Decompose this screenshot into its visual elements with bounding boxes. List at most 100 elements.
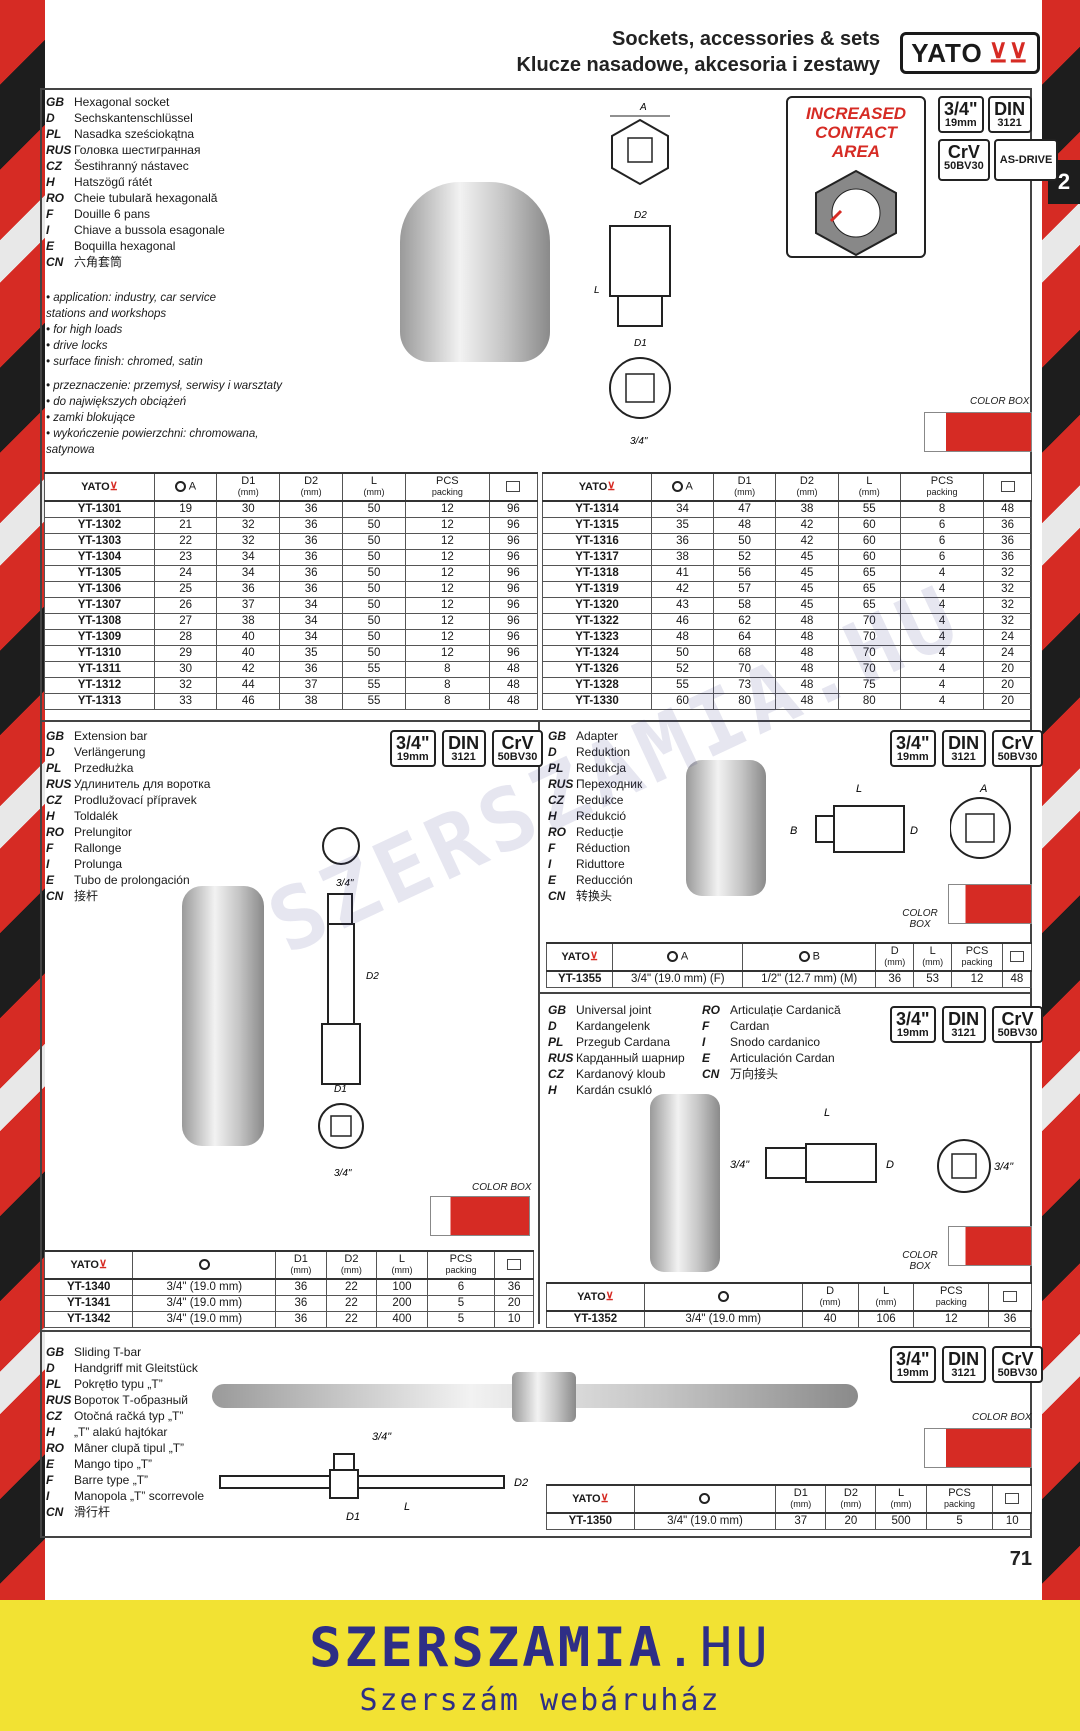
- table-cell: YT-1324: [541, 644, 653, 662]
- header-unit: packing: [961, 957, 993, 967]
- table-cell: 96: [488, 596, 539, 614]
- table-cell: YT-1340: [43, 1278, 134, 1296]
- site-footer: SZERSZAMIA.HU Szerszám webáruház: [0, 1600, 1080, 1731]
- table-cell: 50: [342, 580, 406, 598]
- drive-circle-icon: [699, 1493, 711, 1505]
- table-cell: 38: [279, 692, 344, 710]
- adapter-photo: [686, 760, 766, 896]
- language-code: E: [46, 1457, 55, 1471]
- table-cell: 65: [837, 580, 901, 598]
- table-cell: 33: [153, 692, 218, 710]
- table-header-cell: [488, 472, 539, 502]
- table-cell: 19: [153, 500, 218, 518]
- table-cell: 43: [651, 596, 714, 614]
- table-cell: 3/4" (19.0 mm): [633, 1512, 777, 1530]
- language-code: H: [548, 1083, 557, 1097]
- language-text: Kardanový kloub: [576, 1067, 666, 1081]
- yato-logo: YATO⊻⊻: [900, 32, 1040, 74]
- table-cell: 200: [376, 1294, 428, 1312]
- bullet-item: application: industry, car service stati…: [46, 290, 246, 322]
- table-cell: 96: [488, 516, 539, 534]
- table-cell: 40: [801, 1310, 859, 1328]
- yato-mark-icon: ⊻: [605, 1290, 614, 1303]
- table-cell: 32: [983, 580, 1032, 598]
- language-code: RO: [46, 1441, 64, 1455]
- table-brand: YATO: [561, 950, 590, 963]
- language-code: RUS: [46, 1393, 72, 1407]
- table-cell: 36: [275, 1310, 327, 1328]
- table-cell: YT-1311: [44, 660, 155, 678]
- table-cell: 27: [153, 612, 218, 630]
- drive-circle-icon: [667, 951, 679, 963]
- table-brand: YATO: [578, 480, 608, 493]
- language-text: Barre type „T”: [74, 1473, 149, 1487]
- header-label: D2: [344, 1253, 359, 1265]
- svg-text:D1: D1: [334, 1084, 347, 1095]
- table-cell: 65: [837, 564, 901, 582]
- table-cell: 48: [651, 628, 714, 646]
- table-header-cell: YATO⊻: [545, 942, 614, 972]
- svg-text:B: B: [790, 825, 797, 837]
- language-text: Hexagonal socket: [74, 95, 170, 109]
- table-cell: 50: [712, 532, 777, 550]
- language-code: RO: [46, 825, 64, 839]
- header-unit: (mm): [840, 1499, 862, 1509]
- table-header-cell: [132, 1250, 277, 1280]
- table-cell: 12: [913, 1310, 990, 1328]
- carton-box-icon: [506, 481, 521, 493]
- svg-text:3/4": 3/4": [730, 1159, 750, 1171]
- adapter-front-view: A: [950, 784, 1011, 859]
- table-cell: 36: [983, 548, 1032, 566]
- table-cell: 55: [837, 500, 901, 518]
- table-cell: 47: [712, 500, 777, 518]
- language-text: Universal joint: [576, 1003, 652, 1017]
- table-cell: YT-1314: [541, 500, 653, 518]
- table-cell: 48: [775, 628, 839, 646]
- table-cell: 37: [279, 676, 344, 694]
- language-code: RUS: [46, 777, 72, 791]
- language-code: D: [46, 111, 55, 125]
- table-cell: YT-1320: [541, 596, 653, 614]
- table-cell: 10: [494, 1310, 534, 1328]
- table-cell: 48: [488, 692, 539, 710]
- language-code: I: [702, 1035, 706, 1049]
- table-cell: 5: [426, 1310, 496, 1328]
- language-code: GB: [548, 1003, 566, 1017]
- table-cell: 36: [988, 1310, 1032, 1328]
- table-cell: 36: [875, 970, 915, 988]
- table-cell: 34: [279, 596, 344, 614]
- color-box-image: [924, 1428, 1032, 1468]
- bullet-item: for high loads: [46, 322, 246, 338]
- svg-text:D2: D2: [634, 210, 647, 221]
- language-text: 万向接头: [730, 1067, 779, 1081]
- table-cell: 35: [279, 644, 344, 662]
- table-cell: 4: [899, 692, 985, 710]
- size-badge: 3/4"19mm: [938, 96, 984, 133]
- language-text: Удлинитель для воротка: [74, 777, 211, 791]
- svg-text:L: L: [594, 285, 600, 296]
- language-code: D: [548, 1019, 557, 1033]
- socket-bullets-en: application: industry, car service stati…: [46, 290, 246, 370]
- table-cell: 96: [488, 628, 539, 646]
- header-label: PCS: [948, 1487, 971, 1499]
- table-cell: 48: [488, 660, 539, 678]
- table-cell: YT-1307: [44, 596, 155, 614]
- svg-text:D2: D2: [366, 971, 379, 982]
- table-cell: 58: [712, 596, 777, 614]
- language-code: CZ: [46, 1409, 62, 1423]
- table-cell: 56: [712, 564, 777, 582]
